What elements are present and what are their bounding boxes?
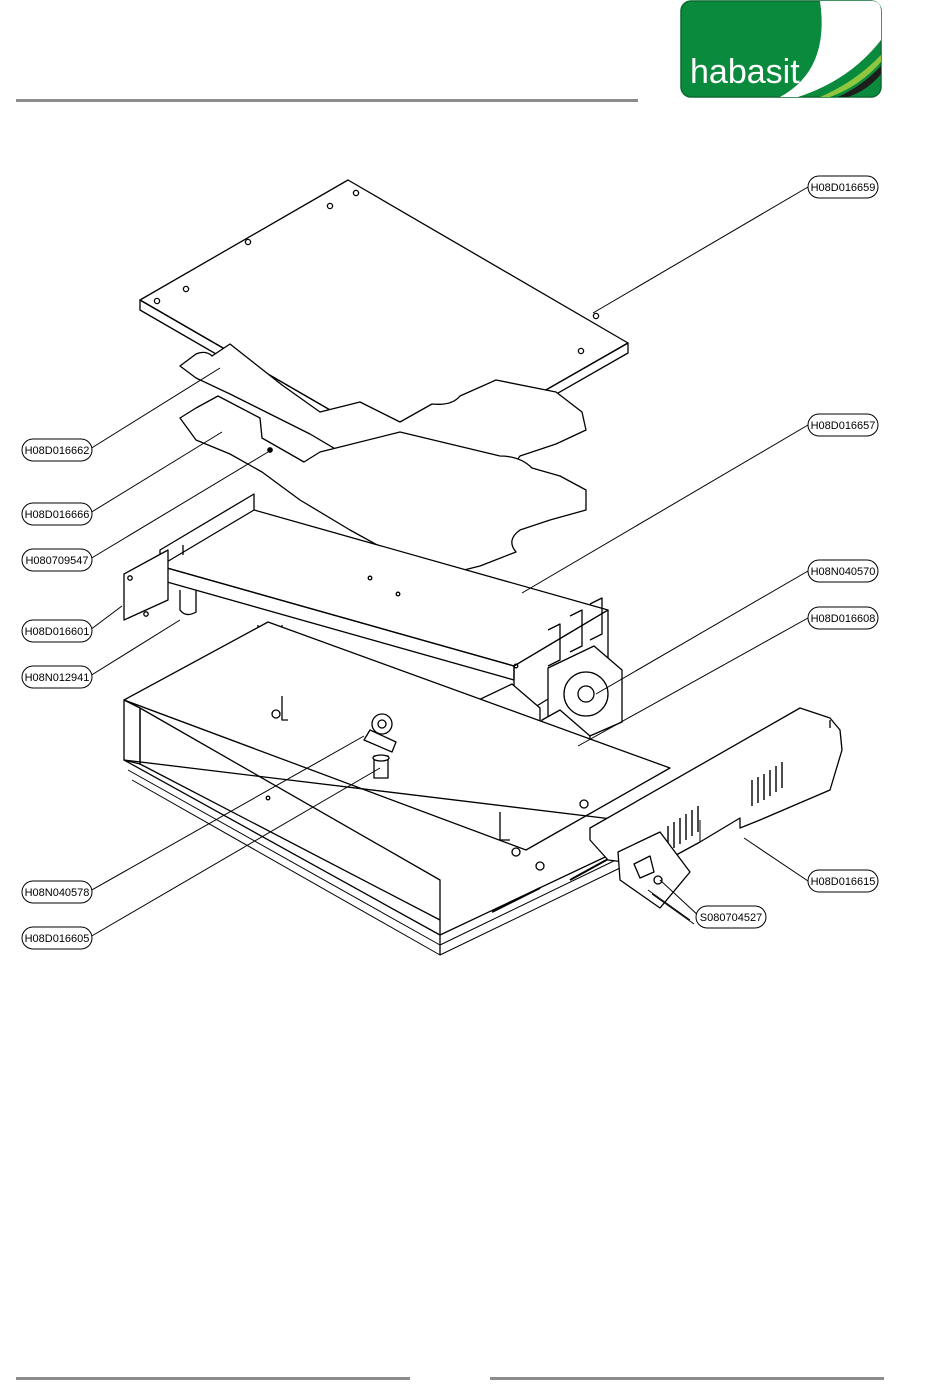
callout-label: H08D016615	[811, 876, 876, 888]
callout-label: H08D016662	[25, 445, 90, 457]
callout-label: H08D016608	[811, 613, 876, 625]
callout-label: H08D016666	[25, 509, 90, 521]
callout-label: H08D016657	[811, 420, 876, 432]
callout-label: H08N040578	[25, 887, 90, 899]
callout-label: H08D016659	[811, 182, 876, 194]
callout-label: H08N012941	[25, 672, 90, 684]
callout-label: H08D016601	[25, 626, 90, 638]
side-end-panel	[124, 550, 168, 620]
callout-label: H080709547	[25, 555, 88, 567]
footer-rule-left	[16, 1377, 410, 1380]
cable-gland	[373, 755, 389, 778]
callout-label: H08D016605	[25, 933, 90, 945]
callout-label: H08N040570	[811, 566, 876, 578]
footer-rule-right	[490, 1377, 884, 1380]
callout-label: S080704527	[700, 912, 762, 924]
